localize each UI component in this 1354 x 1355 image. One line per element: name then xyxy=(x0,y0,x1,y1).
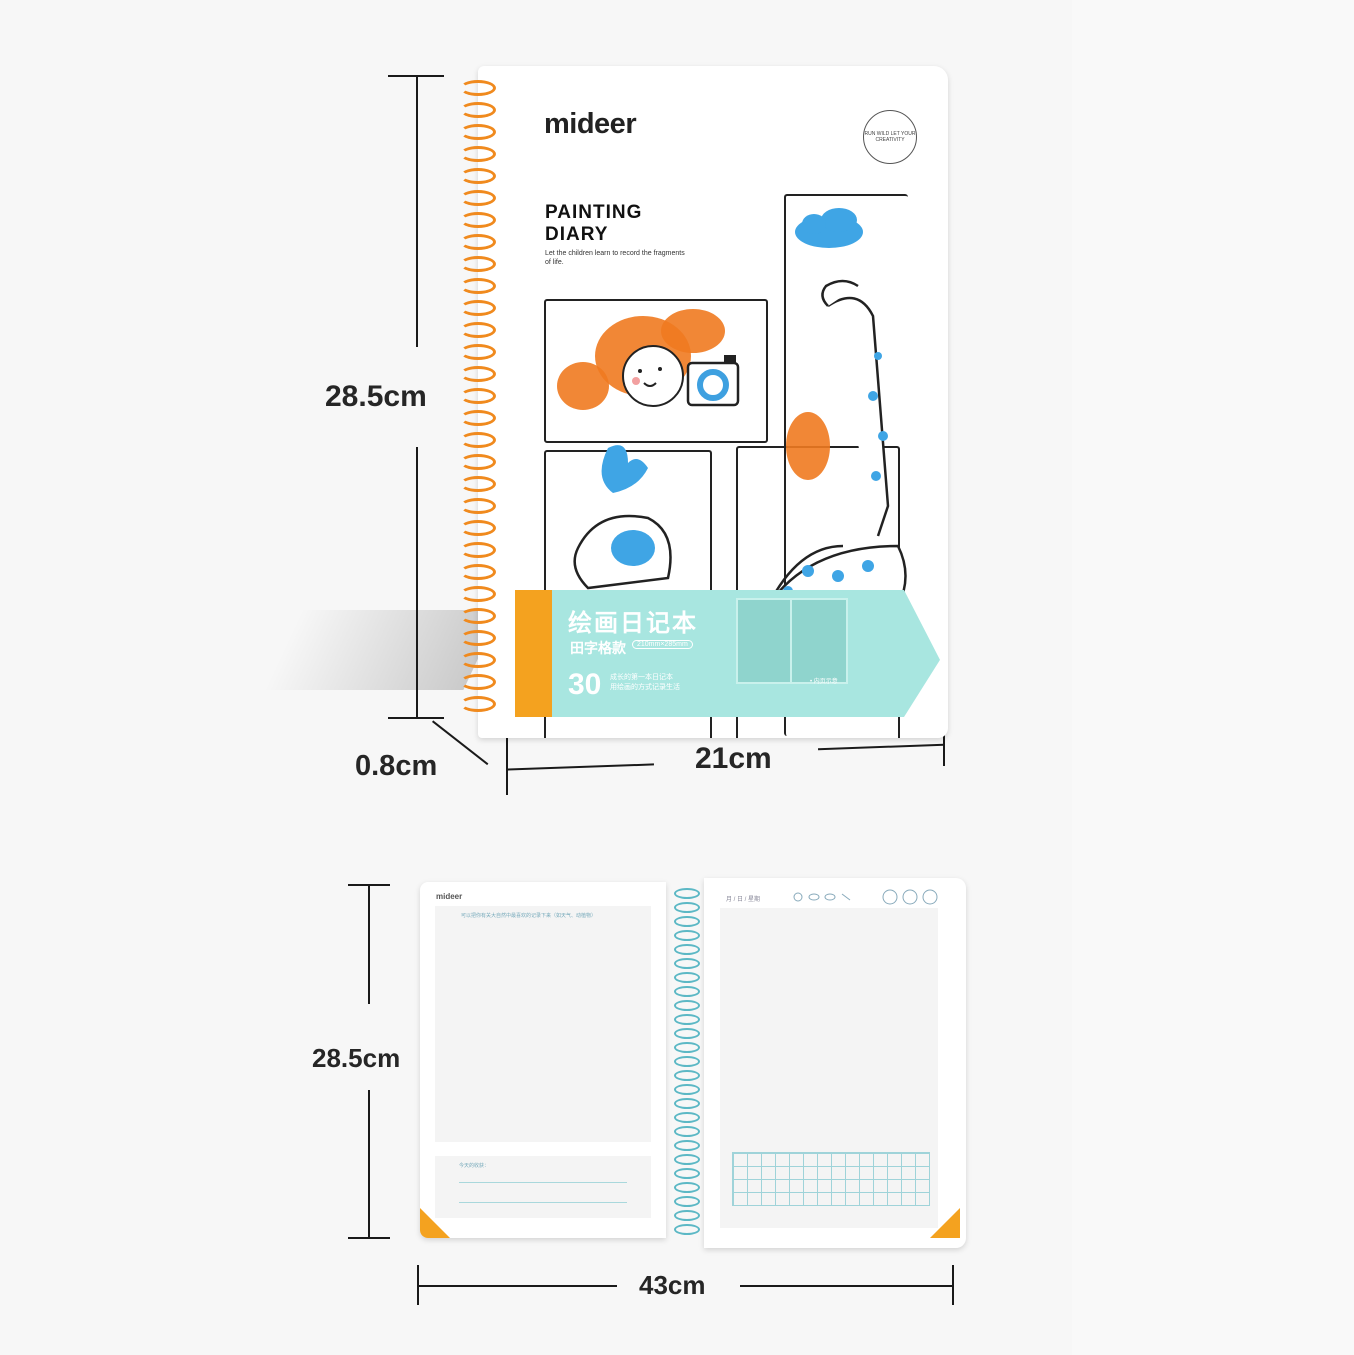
top-width-label: 21cm xyxy=(695,742,772,775)
panel-girl xyxy=(544,299,768,443)
weather-icons xyxy=(793,892,851,902)
seal-badge: RUN WILD LET YOUR CREATIVITY xyxy=(863,110,917,164)
cover-title: PAINTING DIARY xyxy=(545,202,642,246)
open-book-right-page: 月 / 日 / 星期 xyxy=(704,878,966,1248)
width-line-right xyxy=(818,743,944,751)
top-thickness-label: 0.8cm xyxy=(355,750,438,782)
right-date: 月 / 日 / 星期 xyxy=(726,897,761,903)
package-label-stripe xyxy=(515,590,552,717)
label-desc-line1: 成长的第一本日记本 xyxy=(610,674,673,681)
label-size: 210mm×285mm xyxy=(632,640,693,649)
open-book-left-page: mideer 可以把你有关大自然中最喜欢的记录下来（如天气、动植物） 今天的收获… xyxy=(420,882,666,1238)
tianzige-grid xyxy=(732,1152,930,1206)
seal-text: RUN WILD LET YOUR CREATIVITY xyxy=(864,131,916,143)
girl-illustration xyxy=(557,309,740,410)
top-height-label: 28.5cm xyxy=(325,380,427,413)
note-line-1 xyxy=(459,1182,627,1183)
cloud-illustration xyxy=(795,208,863,248)
open-book-brand: mideer xyxy=(436,892,463,901)
bottom-height-line-top xyxy=(368,884,370,1004)
height-line-bottom xyxy=(416,447,418,719)
bottom-height-line-bottom xyxy=(368,1090,370,1238)
left-note-label: 今天的收获： xyxy=(459,1163,490,1169)
cover-subtitle: Let the children learn to record the fra… xyxy=(545,250,685,266)
left-notes-area: 今天的收获： xyxy=(435,1156,651,1218)
bottom-width-line-right xyxy=(740,1285,952,1287)
note-line-2 xyxy=(459,1202,627,1203)
width-line-left xyxy=(506,763,654,771)
label-page-preview xyxy=(736,598,848,684)
preview-divider xyxy=(790,600,792,682)
bottom-height-cap-top xyxy=(348,884,390,886)
background-strip xyxy=(1072,0,1354,1355)
height-cap-top xyxy=(388,75,444,77)
left-prompt: 可以把你有关大自然中最喜欢的记录下来（如天气、动植物） xyxy=(461,913,597,919)
width-cap-left xyxy=(506,705,508,795)
height-cap-bottom xyxy=(388,717,444,719)
bottom-width-line-left xyxy=(417,1285,617,1287)
height-line-top xyxy=(416,75,418,347)
mood-icons xyxy=(882,889,938,905)
bottom-height-label: 28.5cm xyxy=(312,1043,401,1073)
bottom-width-label: 43cm xyxy=(639,1270,706,1300)
bird-illustration xyxy=(573,445,672,590)
label-desc-line2: 用绘画的方式记录生活 xyxy=(610,684,680,691)
cover-title-line2: DIARY xyxy=(545,224,609,245)
label-title: 绘画日记本 xyxy=(568,610,698,637)
label-style: 田字格款 xyxy=(570,640,626,656)
left-drawing-area: 可以把你有关大自然中最喜欢的记录下来（如天气、动植物） xyxy=(435,906,651,1142)
label-inner-note: • 内页示意 xyxy=(810,679,838,685)
label-desc: 成长的第一本日记本 用绘画的方式记录生活 xyxy=(610,673,680,693)
cover-title-line1: PAINTING xyxy=(545,202,643,223)
brand-logo: mideer xyxy=(544,108,637,140)
label-count: 30 xyxy=(568,668,602,701)
bottom-width-cap-right xyxy=(952,1265,954,1305)
panel-giraffe xyxy=(784,194,908,736)
bottom-height-cap-bottom xyxy=(348,1237,390,1239)
